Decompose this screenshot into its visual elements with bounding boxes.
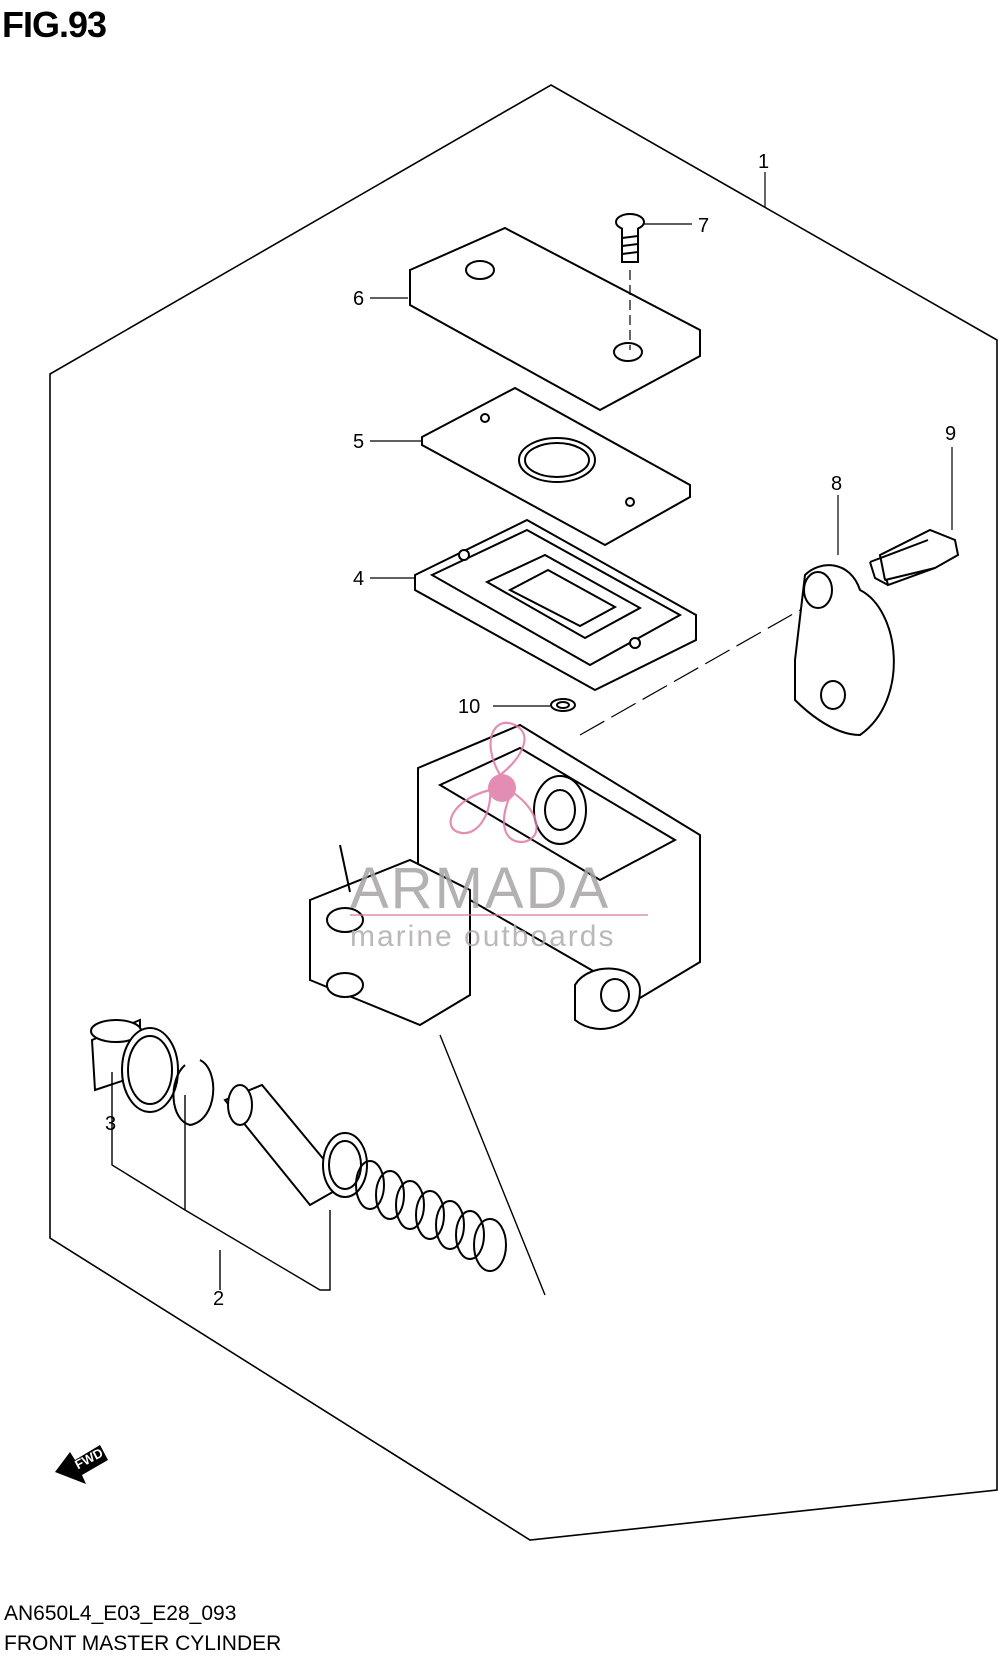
callout-5: 5 xyxy=(353,431,364,453)
cap-screw xyxy=(615,213,645,263)
callout-2: 2 xyxy=(213,1288,224,1310)
handlebar-clamp xyxy=(794,564,895,737)
group-bracket xyxy=(111,1072,331,1291)
body-bore-leader xyxy=(439,1034,546,1296)
callout-8: 8 xyxy=(831,473,842,495)
callout-leaders xyxy=(370,172,953,707)
watermark-hub-icon xyxy=(488,774,516,802)
callout-9: 9 xyxy=(945,423,956,445)
circlip xyxy=(172,1059,215,1127)
clamp-leader xyxy=(579,609,801,736)
callout-7: 7 xyxy=(698,215,709,237)
callout-3: 3 xyxy=(105,1113,116,1135)
watermark-tagline: marine outboards xyxy=(350,920,615,953)
cover-ring xyxy=(550,698,576,712)
return-spring xyxy=(355,1160,507,1272)
diaphragm xyxy=(414,518,697,692)
diaphragm-plate xyxy=(421,386,691,547)
callout-4: 4 xyxy=(353,568,364,590)
figure-title: FIG.93 xyxy=(2,4,107,45)
callout-6: 6 xyxy=(353,288,364,310)
figure-code: AN650L4_E03_E28_093 xyxy=(4,1602,237,1625)
reservoir-cap xyxy=(409,226,701,412)
watermark-logo: ARMADA marine outboards xyxy=(350,721,648,953)
watermark-propeller-icon xyxy=(449,721,538,844)
callout-1: 1 xyxy=(758,151,769,173)
figure-name: FRONT MASTER CYLINDER xyxy=(4,1632,282,1655)
piston-assembly xyxy=(223,1083,368,1207)
dust-boot xyxy=(90,1018,179,1113)
watermark-brand: ARMADA xyxy=(350,856,610,921)
callout-10: 10 xyxy=(458,696,480,718)
assembly-outline xyxy=(49,84,998,1541)
fwd-arrow-icon: FWD xyxy=(55,1445,108,1484)
clamp-bolt xyxy=(869,528,960,587)
